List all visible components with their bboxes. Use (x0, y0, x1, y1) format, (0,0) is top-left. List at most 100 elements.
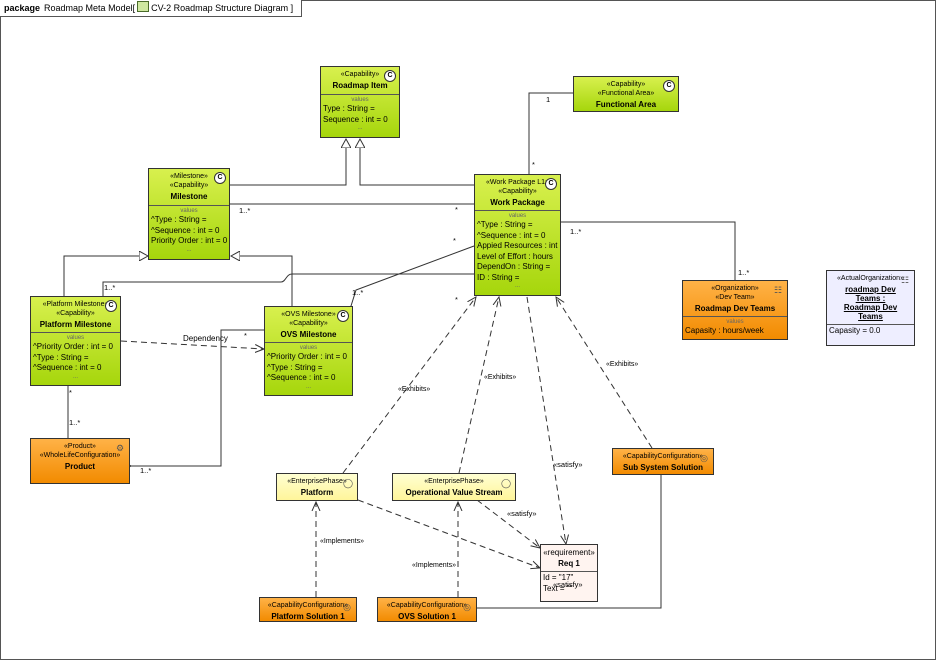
diagram-title: CV-2 Roadmap Structure Diagram ] (151, 3, 294, 13)
organization-icon: ☷ (900, 275, 910, 285)
exhibits-subsystem (556, 297, 653, 449)
assoc-wp-devteams (561, 221, 739, 291)
block-name: Product (64, 462, 96, 471)
capability-icon: C (384, 70, 396, 82)
attribute: ^Type : String = (267, 362, 323, 372)
block-name: Work Package (490, 198, 545, 207)
block-roadmap-dev-teams[interactable]: ☷ «Organization» «Dev Team» Roadmap Dev Te… (682, 280, 788, 340)
attribute: ^Type : String = (33, 352, 89, 362)
capability-icon: C (105, 300, 117, 312)
stereotype: «Capability» (606, 81, 646, 88)
multiplicity-label: 1..* (140, 466, 152, 475)
satisfy-wp-req (526, 296, 566, 544)
multiplicity-label: 1 (546, 95, 551, 104)
block-platform-solution-1[interactable]: ◎ «CapabilityConfiguration» Platform Solu… (259, 597, 357, 622)
gen-milestone-roadmapitem (229, 139, 346, 186)
block-product[interactable]: ⚙ «Product»«WholeLifeConfiguration»Produ… (30, 438, 130, 484)
diagram-icon (137, 1, 150, 12)
block-ovs-milestone[interactable]: C «OVS Milestone»«Capability»OVS Milesto… (264, 306, 353, 396)
package-keyword: package (4, 3, 41, 13)
stereotype: «Organization» (711, 285, 759, 292)
stereotype: «requirement» (543, 548, 595, 557)
stereotype: «CapabilityConfiguration» (267, 602, 349, 609)
values-label: values (66, 335, 85, 341)
capability-icon: C (663, 80, 675, 92)
block-name: Platform Solution 1 (271, 612, 345, 621)
block-operational-value-stream[interactable]: ◯ «EnterprisePhase»Operational Value Str… (392, 473, 516, 501)
block-platform-milestone[interactable]: C «Platform Milestone»«Capability»Platfo… (30, 296, 121, 386)
values-label: values (351, 97, 369, 103)
block-name: Roadmap Dev Teams (694, 304, 776, 313)
multiplicity-label: 1..* (69, 418, 81, 427)
capability-configuration-icon: ◎ (700, 453, 708, 463)
stereotype: «CapabilityConfiguration» (386, 602, 468, 609)
block-name: OVS Solution 1 (398, 612, 456, 621)
multiplicity-label: * (455, 205, 458, 214)
multiplicity-label: * (453, 236, 456, 245)
multiplicity-label: * (69, 388, 72, 397)
instance-name-line: Teams : (855, 294, 886, 303)
stereotype: «Functional Area» (597, 90, 655, 97)
more-indicator: ... (186, 246, 192, 253)
stereotype: «Capability» (289, 320, 328, 327)
attribute: ^Type : String = (477, 220, 533, 229)
stereotype: «Platform Milestone» (42, 301, 109, 308)
attribute: ^Priority Order : int = 0 (267, 352, 347, 361)
more-indicator: ... (357, 125, 363, 131)
attribute: ID : String = (477, 272, 520, 282)
package-name: Roadmap Meta Model (44, 3, 133, 13)
stereotype: «Dev Team» (715, 294, 755, 301)
values-label: values (726, 319, 744, 325)
block-sub-system-solution[interactable]: ◎ «CapabilityConfiguration»Sub System So… (612, 448, 714, 475)
enterprise-phase-icon: ◯ (343, 478, 354, 488)
stereotype: «Milestone» (170, 173, 208, 180)
satisfy-label: «satisfy» (507, 509, 537, 518)
satisfy-label: «satisfy» (553, 580, 583, 589)
assoc-wp-ovs (346, 245, 475, 317)
multiplicity-label: * (532, 160, 535, 169)
exhibits-label: «Exhibits» (606, 361, 639, 368)
block-work-package[interactable]: C «Work Package L1» «Capability» Work Pack… (474, 174, 561, 296)
block-milestone[interactable]: C «Milestone»«Capability»Milestone value… (148, 168, 230, 260)
attribute: Type : String = (323, 104, 375, 113)
assoc-ovs-product (120, 329, 265, 470)
block-ovs-solution-1[interactable]: ◎ «CapabilityConfiguration»OVS Solution … (377, 597, 477, 622)
block-roadmap-item[interactable]: C «Capability»Roadmap Item values Type :… (320, 66, 400, 138)
enterprise-phase-icon: ◯ (501, 478, 512, 488)
instance-name-line: Roadmap Dev (843, 303, 898, 312)
multiplicity-label: 1..* (352, 288, 364, 297)
stereotype: «Capability» (340, 71, 380, 78)
attribute: ^Sequence : int = 0 (267, 373, 336, 382)
more-indicator: ... (72, 373, 78, 380)
values-label: values (299, 345, 318, 351)
capability-configuration-icon: ◎ (343, 602, 351, 612)
block-functional-area[interactable]: C «Capability»«Functional Area»Functiona… (573, 76, 679, 112)
capability-icon: C (545, 178, 557, 190)
stereotype: «WholeLifeConfiguration» (39, 452, 121, 459)
stereotype: «Capability» (498, 188, 537, 195)
attribute: Priority Order : int = 0 (151, 236, 228, 245)
block-name: Req 1 (558, 559, 580, 568)
attribute: ^Sequence : int = 0 (33, 363, 102, 372)
gen-platformms-milestone (63, 256, 148, 296)
more-indicator: ... (514, 283, 520, 289)
stereotype: «Work Package L1» (486, 179, 549, 186)
multiplicity-label: * (244, 331, 247, 340)
multiplicity-label: 1..* (104, 283, 116, 292)
block-actual-organization[interactable]: ☷ «ActualOrganization» roadmap Dev Teams… (826, 270, 915, 346)
satisfy-platform-req (357, 499, 540, 568)
block-name: Platform (300, 488, 334, 497)
stereotype: «Capability» (169, 182, 209, 189)
attribute: Text = "" (543, 583, 573, 593)
block-platform[interactable]: ◯ «EnterprisePhase»Platform (276, 473, 358, 501)
satisfy-label: «satisfy» (553, 460, 583, 469)
attribute: Sequence : int = 0 (323, 114, 388, 124)
instance-name-line: roadmap Dev (845, 285, 896, 294)
attribute: Appied Resources : int (477, 241, 558, 250)
block-requirement-req1[interactable]: «requirement»Req 1 Id = "17"Text = "" (540, 544, 598, 602)
organization-icon: ☷ (773, 285, 783, 295)
block-name: Platform Milestone (39, 320, 112, 329)
implements-label: «Implements» (320, 538, 364, 545)
